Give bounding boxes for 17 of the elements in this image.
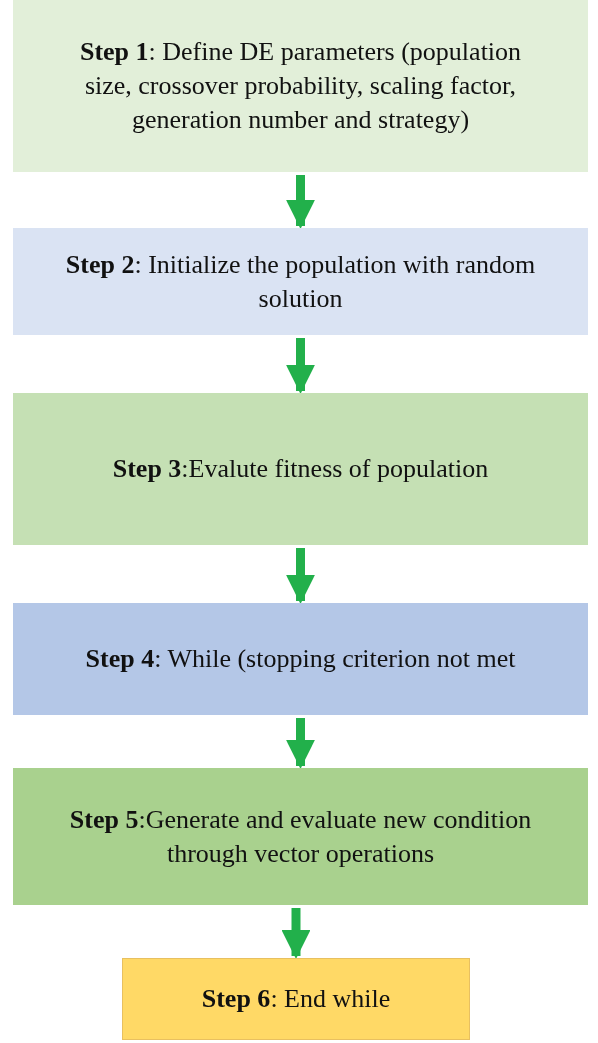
step-text: Step 2: Initialize the population with random solution [64,248,537,315]
arrow [286,175,315,229]
process-box [13,228,588,335]
arrow [286,718,315,769]
arrow [281,908,311,959]
step-text: Step 4: While (stopping criterion not met [85,643,516,676]
step-text: Step 6: End while [201,983,391,1016]
step-text: Step 5:Generate and evaluate new condition through vector operations [68,803,533,870]
arrow [286,548,315,604]
process-box [13,0,588,172]
process-box [122,958,470,1040]
step-text: Step 3:Evalute fitness of population [112,453,489,486]
step-text: Step 1: Define DE parameters (population size, crossover probability, scaling factor, generation number and strategy) [78,36,523,136]
process-box [13,603,588,715]
process-box [13,393,588,545]
process-box [13,768,588,905]
arrow [286,338,315,394]
